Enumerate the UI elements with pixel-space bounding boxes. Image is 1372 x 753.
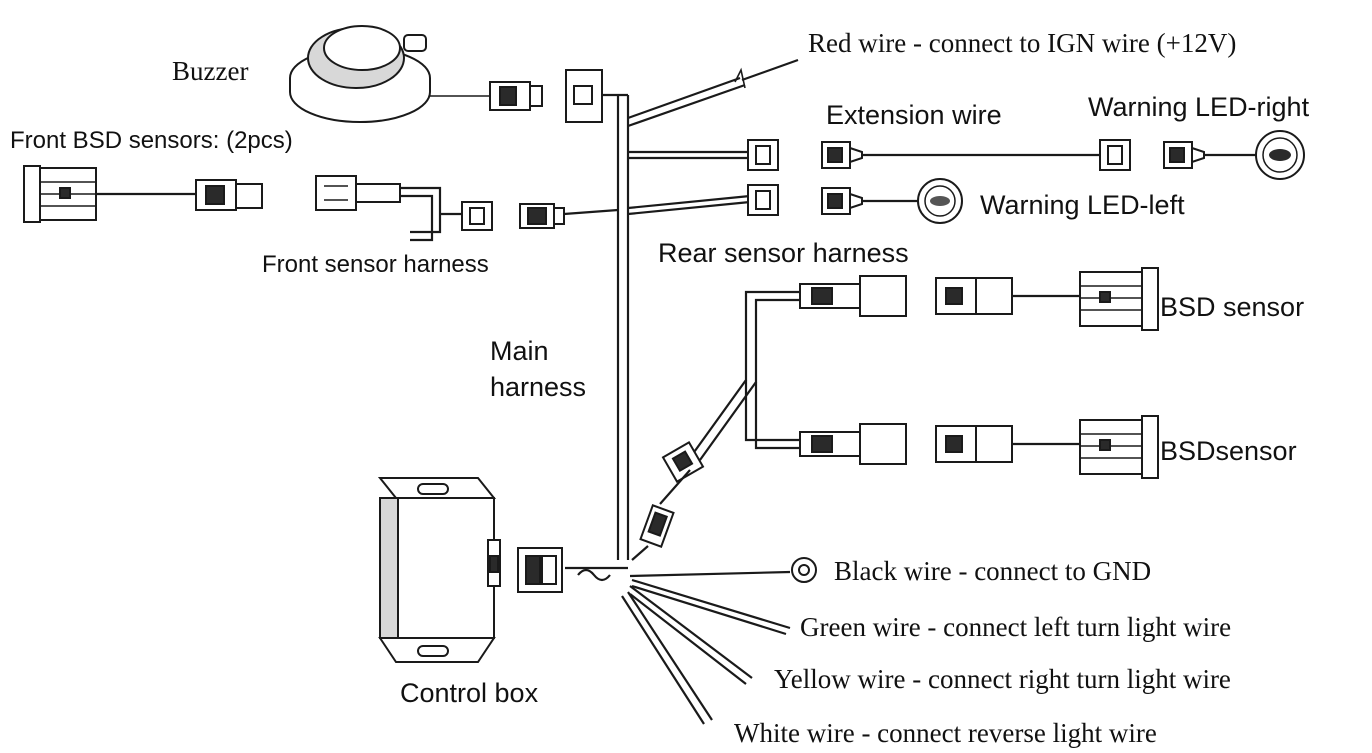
warning-led-right-label: Warning LED-right bbox=[1088, 92, 1310, 122]
rear-harness-lower-connector-icon bbox=[639, 504, 675, 548]
black-wire-label: Black wire - connect to GND bbox=[834, 556, 1151, 586]
bsd-sensor-bottom-label: BSDsensor bbox=[1160, 436, 1297, 466]
extension-wire-label: Extension wire bbox=[826, 100, 1002, 130]
rear-harness-plug-bottom-connector-icon bbox=[799, 423, 907, 465]
front-harness-socket-2-connector-icon bbox=[461, 201, 493, 231]
control-box-label: Control box bbox=[400, 678, 539, 708]
bsd-sensor-top-label: BSD sensor bbox=[1160, 292, 1304, 322]
front-sensor-harness-label: Front sensor harness bbox=[262, 251, 489, 278]
warning-led-right-icon bbox=[1255, 130, 1305, 180]
bsd-sensor-bottom-socket-connector-icon bbox=[935, 425, 1013, 463]
front-sensor-plug-connector-icon bbox=[195, 179, 263, 211]
main-harness-label-line2: harness bbox=[490, 372, 586, 402]
front-bsd-sensor-icon bbox=[23, 165, 97, 223]
control-box-icon bbox=[377, 477, 501, 663]
rear-sensor-harness-wires bbox=[691, 290, 800, 461]
rear-harness-socket-2-connector-icon bbox=[747, 184, 779, 216]
front-harness-socket-connector-icon bbox=[315, 175, 401, 211]
rear-sensor-harness-label: Rear sensor harness bbox=[658, 238, 909, 268]
yellow-wire-label: Yellow wire - connect right turn light w… bbox=[774, 664, 1231, 694]
white-wire-label: White wire - connect reverse light wire bbox=[734, 718, 1157, 748]
rear-harness-y-connector-icon bbox=[661, 441, 705, 483]
bsd-sensor-top-icon bbox=[1079, 267, 1159, 331]
rear-harness-branch-1 bbox=[628, 150, 750, 160]
buzzer-label: Buzzer bbox=[172, 56, 248, 86]
control-box-plug-connector-icon bbox=[517, 547, 563, 593]
warning-led-left-icon bbox=[917, 178, 963, 224]
rear-harness-socket-1-connector-icon bbox=[747, 139, 779, 171]
main-harness-front-plug-connector-icon bbox=[519, 203, 565, 229]
bsd-sensor-top-socket-connector-icon bbox=[935, 277, 1013, 315]
green-wire bbox=[631, 578, 791, 636]
main-harness-trunk bbox=[565, 93, 630, 582]
buzzer-icon bbox=[289, 25, 431, 123]
warning-led-left-label: Warning LED-left bbox=[980, 190, 1185, 220]
led-left-plug-connector-icon bbox=[821, 187, 863, 215]
rear-harness-branch-2 bbox=[627, 194, 751, 216]
white-wire bbox=[621, 591, 713, 725]
green-wire-label: Green wire - connect left turn light wir… bbox=[800, 612, 1231, 642]
front-harness-wires bbox=[400, 186, 462, 242]
red-wire-label: Red wire - connect to IGN wire (+12V) bbox=[808, 28, 1236, 58]
yellow-wire bbox=[629, 585, 753, 685]
bsd-sensor-bottom-icon bbox=[1079, 415, 1159, 479]
extension-plug-connector-icon bbox=[821, 141, 863, 169]
red-wire bbox=[627, 58, 799, 128]
extension-socket-connector-icon bbox=[1099, 139, 1131, 171]
front-bsd-sensors-label: Front BSD sensors: (2pcs) bbox=[10, 127, 293, 154]
main-harness-label-line1: Main bbox=[490, 336, 549, 366]
led-right-plug-connector-icon bbox=[1163, 141, 1205, 169]
buzzer-socket-connector-icon bbox=[565, 69, 603, 123]
black-wire bbox=[629, 557, 817, 583]
buzzer-plug-connector-icon bbox=[489, 81, 543, 111]
rear-harness-plug-top-connector-icon bbox=[799, 275, 907, 317]
